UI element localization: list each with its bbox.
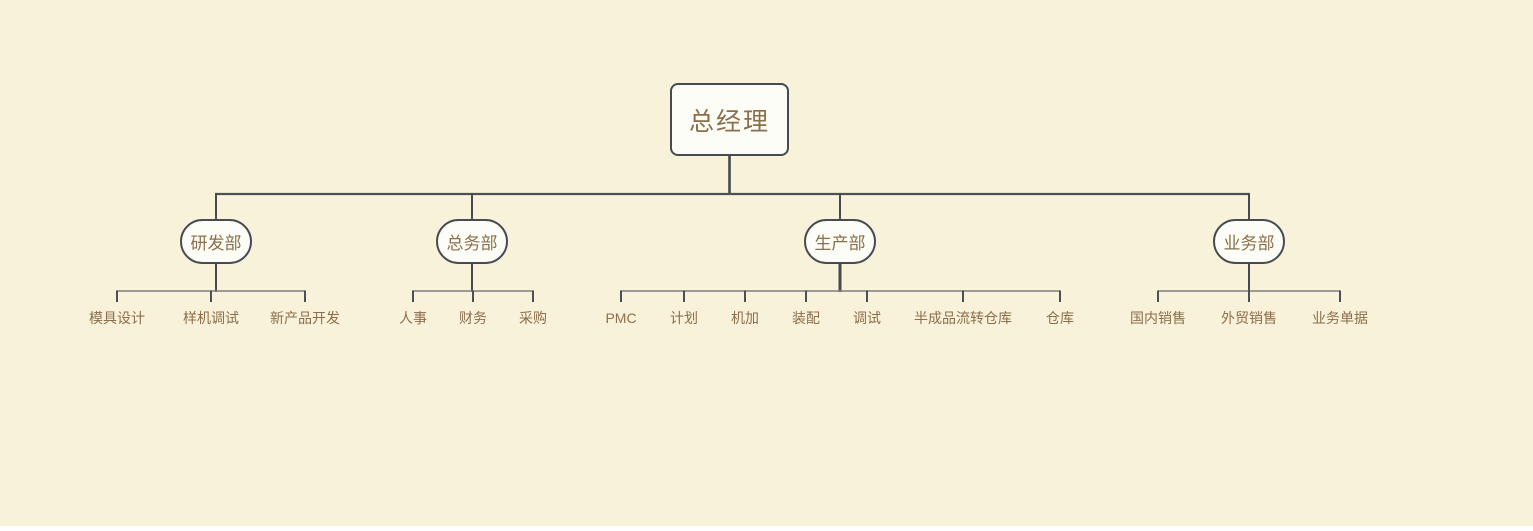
dept-node-production[interactable]: 生产部 [804, 219, 876, 264]
leaf-node-new-product-dev[interactable]: 新产品开发 [270, 310, 340, 326]
leaf-node-finance[interactable]: 财务 [459, 310, 487, 326]
dept-node-general-affairs[interactable]: 总务部 [436, 219, 508, 264]
leaf-node-hr[interactable]: 人事 [399, 310, 427, 326]
leaf-node-assembly[interactable]: 装配 [792, 310, 820, 326]
root-node-label: 总经理 [688, 107, 770, 136]
dept-node-label: 研发部 [190, 234, 242, 253]
leaf-node-machining[interactable]: 机加 [731, 310, 759, 326]
dept-node-label: 业务部 [1223, 234, 1275, 253]
leaf-node-pmc[interactable]: PMC [605, 310, 637, 326]
leaf-node-domestic-sales[interactable]: 国内销售 [1130, 310, 1186, 326]
leaf-node-mold-design[interactable]: 模具设计 [89, 310, 145, 326]
leaf-node-procurement[interactable]: 采购 [519, 310, 547, 326]
dept-node-business[interactable]: 业务部 [1213, 219, 1285, 264]
leaf-node-semi-finished-warehouse[interactable]: 半成品流转仓库 [914, 310, 1012, 326]
bracket-ticks [116, 290, 1341, 302]
leaf-node-debugging[interactable]: 调试 [853, 310, 881, 326]
bottom-edge-strip [0, 526, 1533, 531]
leaf-node-planning[interactable]: 计划 [670, 310, 698, 326]
leaf-node-business-documents[interactable]: 业务单据 [1312, 310, 1368, 326]
leaf-node-foreign-trade-sales[interactable]: 外贸销售 [1221, 310, 1277, 326]
dept-node-label: 总务部 [446, 234, 498, 253]
root-node-general-manager[interactable]: 总经理 [670, 83, 789, 156]
dept-node-rd[interactable]: 研发部 [180, 219, 252, 264]
leaf-node-prototype-debugging[interactable]: 样机调试 [183, 310, 239, 326]
leaf-node-warehouse[interactable]: 仓库 [1046, 310, 1074, 326]
dept-node-label: 生产部 [814, 234, 866, 253]
